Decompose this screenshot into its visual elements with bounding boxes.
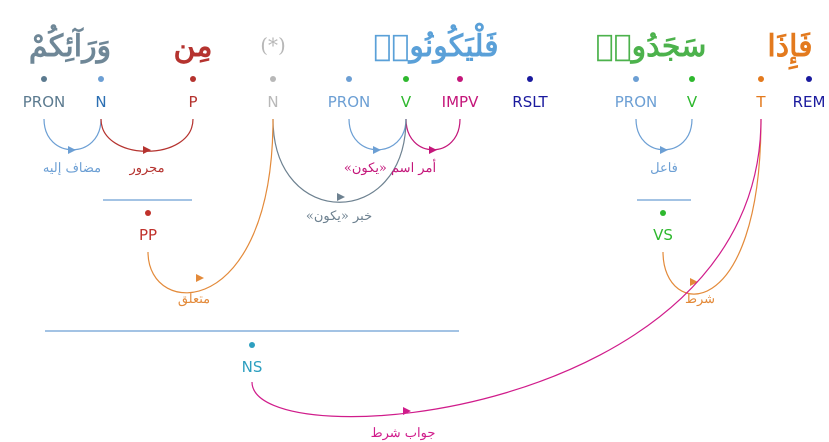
dot-n2 <box>270 76 276 82</box>
tag-p1: P <box>188 93 197 111</box>
dot-n1 <box>98 76 104 82</box>
word-sajadu: سَجَدُوا۟ <box>596 29 707 64</box>
arc-fail-head <box>660 146 668 154</box>
arc-majrur <box>100 118 194 152</box>
label-jawab: جواب شرط <box>371 426 436 441</box>
arc-khabar-head <box>337 193 345 201</box>
arc-jawab <box>251 118 762 418</box>
label-mudaf: مضاف إليه <box>43 161 101 176</box>
dot-ns <box>249 342 255 348</box>
label-mutaalliq: متعلق <box>178 292 210 307</box>
label-majrur: مجرور <box>128 161 164 176</box>
arc-jawab-head <box>403 407 411 415</box>
tag-rem: REM <box>793 93 826 111</box>
tag-pron2: PRON <box>328 93 371 111</box>
tag-rslt: RSLT <box>512 93 548 111</box>
label-khabar: خبر «يكون» <box>306 209 372 224</box>
dot-vs <box>660 210 666 216</box>
word-warakum: وَرَآئِكُمْ <box>29 24 111 64</box>
dot-v2 <box>689 76 695 82</box>
word-faidha: فَإِذَا <box>767 29 812 70</box>
arc-mutaalliq <box>147 118 274 294</box>
word-falyakunu: فَلْيَكُونُوا۟ <box>373 22 498 64</box>
dot-rslt <box>527 76 533 82</box>
word-hidden: (*) <box>260 33 286 57</box>
tag-vs: VS <box>653 226 673 244</box>
word-min: مِن <box>174 29 213 64</box>
arc-khabar <box>272 118 407 203</box>
dot-pron2 <box>346 76 352 82</box>
label-ism: أمر اسم «يكون» <box>344 159 436 176</box>
dot-t1 <box>758 76 764 82</box>
arc-shart <box>662 118 762 295</box>
arc-mudaf <box>43 118 102 151</box>
tag-v2: V <box>687 93 698 111</box>
arc-majrur-head <box>143 146 151 154</box>
arc-amr-head <box>429 146 437 154</box>
dot-impv <box>457 76 463 82</box>
tag-v1: V <box>401 93 412 111</box>
dot-pron3 <box>633 76 639 82</box>
arc-ism-head <box>373 146 381 154</box>
dot-p1 <box>190 76 196 82</box>
tag-n1: N <box>95 93 106 111</box>
arc-mutaalliq-head <box>196 274 204 282</box>
arc-ism <box>348 118 407 151</box>
tag-impv: IMPV <box>442 93 479 111</box>
dot-v1 <box>403 76 409 82</box>
tag-n2: N <box>267 93 278 111</box>
tag-pron1: PRON <box>23 93 66 111</box>
tag-ns: NS <box>242 358 263 376</box>
label-fail: فاعل <box>650 161 678 176</box>
tag-t1: T <box>755 93 766 111</box>
arc-shart-head <box>690 278 698 286</box>
arc-amr <box>405 118 461 151</box>
tag-pron3: PRON <box>615 93 658 111</box>
dot-pp <box>145 210 151 216</box>
tag-pp: PP <box>139 226 157 244</box>
dot-rem <box>806 76 812 82</box>
label-shart: شرط <box>685 292 715 307</box>
dot-pron1 <box>41 76 47 82</box>
arc-fail <box>635 118 693 151</box>
arc-mudaf-head <box>68 146 76 154</box>
